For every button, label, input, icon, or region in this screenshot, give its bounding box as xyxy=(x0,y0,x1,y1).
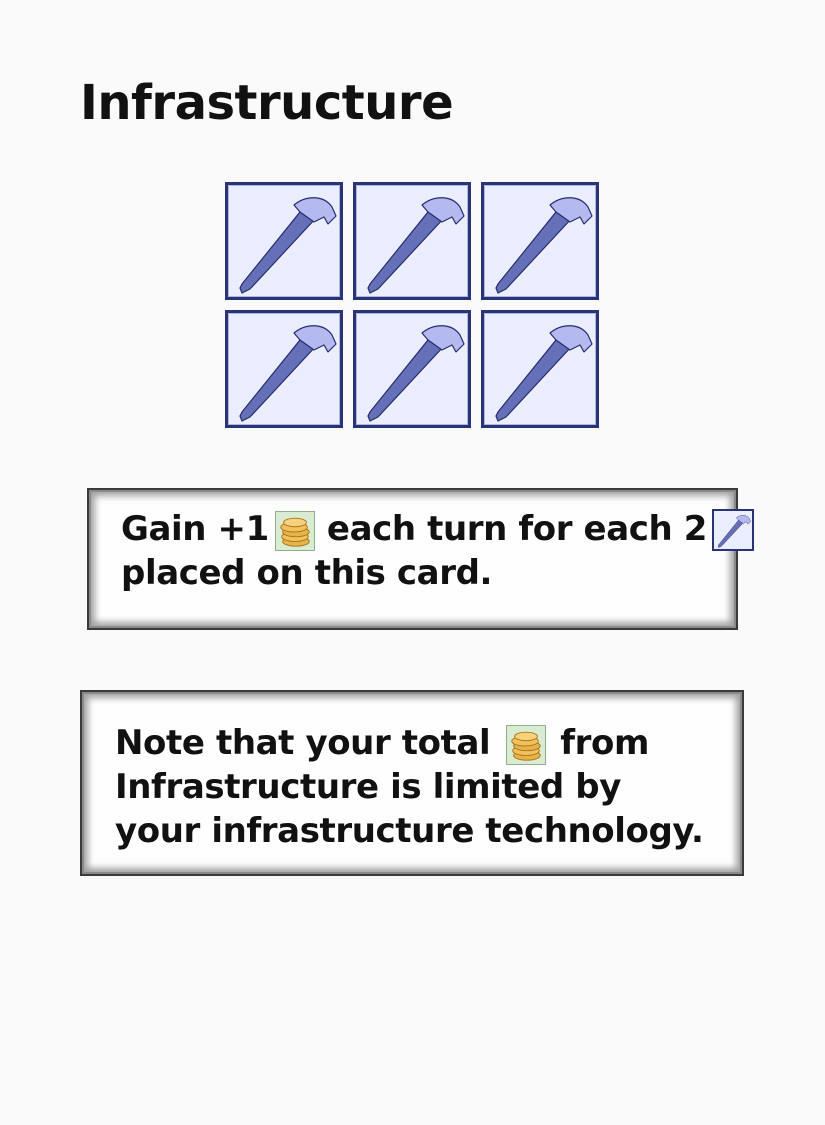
note-rule-line-1: Note that your total from xyxy=(115,721,742,765)
hammer-icon xyxy=(228,185,340,297)
hammer-icon xyxy=(356,185,468,297)
hammer-slot[interactable] xyxy=(481,310,599,428)
gain-rule-box: Gain +1 each turn for each 2 placed on th… xyxy=(87,488,754,630)
hammer-icon xyxy=(484,185,596,297)
note-rule-line-2: Infrastructure is limited by xyxy=(115,767,622,807)
hammer-slot[interactable] xyxy=(225,182,343,300)
gain-rule-line-1: Gain +1 each turn for each 2 xyxy=(121,507,754,551)
hammer-slot-grid xyxy=(225,182,599,428)
hammer-slot[interactable] xyxy=(481,182,599,300)
coin-icon xyxy=(506,725,547,765)
hammer-slot[interactable] xyxy=(353,310,471,428)
hammer-icon xyxy=(356,313,468,425)
gain-rule-line-2: placed on this card. xyxy=(121,553,493,593)
coin-icon xyxy=(274,511,315,551)
hammer-slot[interactable] xyxy=(353,182,471,300)
note-rule-suffix: from xyxy=(560,723,649,763)
card-title: Infrastructure xyxy=(80,75,454,131)
note-rule-line-3: your infrastructure technology. xyxy=(115,811,704,851)
hammer-icon xyxy=(712,509,754,551)
note-rule-prefix: Note that your total xyxy=(115,723,491,763)
hammer-icon xyxy=(228,313,340,425)
note-rule-box: Note that your total from Infrastructure … xyxy=(80,690,744,876)
gain-rule-prefix: Gain +1 xyxy=(121,509,269,549)
hammer-icon xyxy=(484,313,596,425)
gain-rule-middle: each turn for each 2 xyxy=(326,509,707,549)
hammer-slot[interactable] xyxy=(225,310,343,428)
